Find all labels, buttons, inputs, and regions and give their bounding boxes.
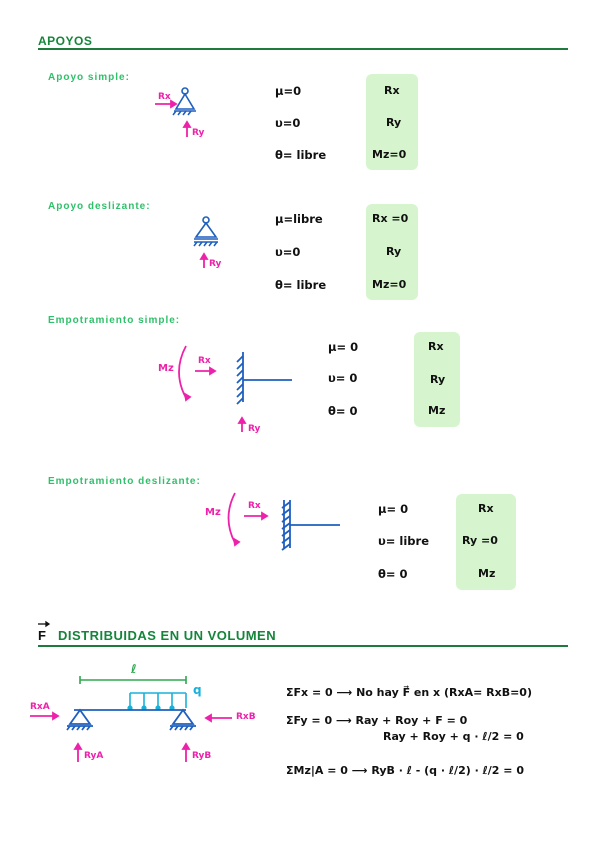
- ry-label: Ry: [209, 259, 222, 269]
- label-apoyo-deslizante: Apoyo deslizante:: [48, 201, 151, 212]
- rx-label: Rx: [248, 501, 261, 511]
- rxa-label: RxA: [30, 702, 50, 712]
- label-empotramiento-simple: Empotramiento simple:: [48, 315, 181, 326]
- reaction-ry: Ry: [430, 373, 446, 386]
- reaction-rx: Rx =0: [372, 212, 409, 225]
- equation-sum-fy: ΣFy = 0 ⟶ Ray + Roy + F = 0: [286, 714, 468, 727]
- eq-v: υ= 0: [328, 371, 358, 385]
- reactions-box: [414, 332, 460, 427]
- section-divider: [38, 645, 568, 647]
- label-empotramiento-deslizante: Empotramiento deslizante:: [48, 476, 201, 487]
- ryb-label: RyB: [192, 751, 212, 761]
- equation-sum-fx: ΣFx = 0 ⟶ No hay F⃗ en x (RxA= RxB=0): [286, 686, 532, 699]
- pin-support-icon: [155, 87, 196, 137]
- ry-label: Ry: [248, 424, 261, 434]
- reaction-rx: Rx: [384, 84, 400, 97]
- reactions-box: [366, 74, 418, 170]
- vector-arrow-icon: [38, 620, 51, 628]
- fixed-support-icon: [178, 345, 292, 432]
- roller-support-icon: [193, 216, 218, 268]
- reaction-ry: Ry: [386, 116, 402, 129]
- reaction-ry: Ry: [386, 245, 402, 258]
- reaction-ry: Ry =0: [462, 534, 498, 547]
- section-divider: [38, 48, 568, 50]
- reactions-box: [456, 494, 516, 590]
- rya-label: RyA: [84, 751, 104, 761]
- mz-label: Mz: [158, 363, 174, 374]
- equation-sum-fy-2: Ray + Roy + q · ℓ/2 = 0: [383, 730, 524, 743]
- eq-mu: μ=libre: [275, 212, 323, 226]
- reaction-rx: Rx: [428, 340, 444, 353]
- eq-theta: θ= libre: [275, 278, 327, 292]
- beam-diagram: [30, 676, 232, 762]
- equation-sum-mz: ΣMz|A = 0 ⟶ RyB · ℓ - (q · ℓ/2) · ℓ/2 = …: [286, 764, 524, 777]
- eq-v: υ=0: [275, 116, 301, 130]
- reaction-mz: Mz=0: [372, 148, 407, 161]
- vector-f-symbol: F: [38, 628, 47, 643]
- load-q-label: q: [193, 683, 202, 697]
- sliding-fixed-support-icon: [227, 492, 340, 551]
- reaction-mz: Mz: [428, 404, 446, 417]
- rx-label: Rx: [198, 356, 211, 366]
- section-title-apoyos: APOYOS: [38, 34, 93, 48]
- rx-label: Rx: [158, 92, 171, 102]
- eq-theta: θ= 0: [328, 404, 358, 418]
- reaction-mz: Mz=0: [372, 278, 407, 291]
- eq-mu: μ= 0: [378, 502, 409, 516]
- section-title-distribuidas: DISTRIBUIDAS EN UN VOLUMEN: [58, 628, 277, 643]
- eq-theta: θ= libre: [275, 148, 327, 162]
- reaction-mz: Mz: [478, 567, 496, 580]
- eq-v: υ= libre: [378, 534, 429, 548]
- rxb-label: RxB: [236, 712, 256, 722]
- eq-mu: μ= 0: [328, 340, 359, 354]
- eq-theta: θ= 0: [378, 567, 408, 581]
- eq-mu: μ=0: [275, 84, 302, 98]
- label-apoyo-simple: Apoyo simple:: [48, 72, 130, 83]
- reactions-box: [366, 204, 418, 300]
- ry-label: Ry: [192, 128, 205, 138]
- mz-label: Mz: [205, 507, 221, 518]
- length-label: ℓ: [131, 662, 137, 676]
- reaction-rx: Rx: [478, 502, 494, 515]
- eq-v: υ=0: [275, 245, 301, 259]
